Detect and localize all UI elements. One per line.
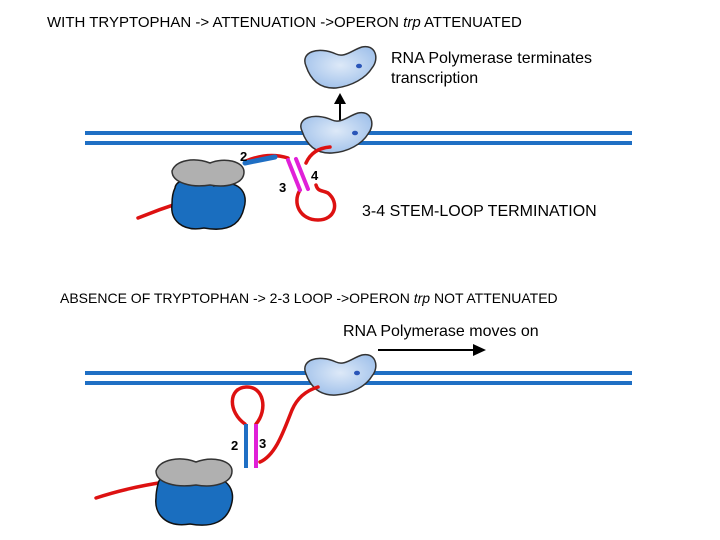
bottom-heading-suffix: NOT ATTENUATED [430,290,558,306]
bottom-region-3-label: 3 [259,436,267,451]
top-termination-label: 3-4 STEM-LOOP TERMINATION [362,203,597,220]
top-released-polymerase-icon [304,45,377,89]
top-heading: WITH TRYPTOPHAN -> ATTENUATION ->OPERON … [47,14,522,32]
top-stem-3-4 [286,157,310,192]
bottom-movement-arrow-icon [378,344,486,356]
top-ribosome-icon [171,159,246,230]
top-heading-prefix: WITH TRYPTOPHAN -> ATTENUATION ->OPERON [47,14,404,31]
bottom-polymerase-icon [304,353,377,396]
top-region-3-label: 3 [279,180,287,195]
top-region-4-label: 4 [311,168,319,183]
bottom-heading: ABSENCE OF TRYPTOPHAN -> 2-3 LOOP ->OPER… [60,289,558,307]
top-polymerase-caption-line2: transcription [391,70,479,87]
top-bound-polymerase-icon [300,111,373,154]
top-polymerase-caption-line1: RNA Polymerase terminates [391,50,592,67]
top-heading-suffix: ATTENUATED [420,14,522,31]
top-region-2-label: 2 [240,149,248,164]
bottom-polymerase-caption: RNA Polymerase moves on [343,323,539,340]
bottom-heading-prefix: ABSENCE OF TRYPTOPHAN -> 2-3 LOOP ->OPER… [60,290,414,306]
top-heading-gene: trp [403,14,421,31]
top-region-2-segment [242,154,278,166]
bottom-region-2-label: 2 [231,438,239,453]
bottom-heading-gene: trp [413,290,431,306]
bottom-ribosome-icon [155,458,234,526]
